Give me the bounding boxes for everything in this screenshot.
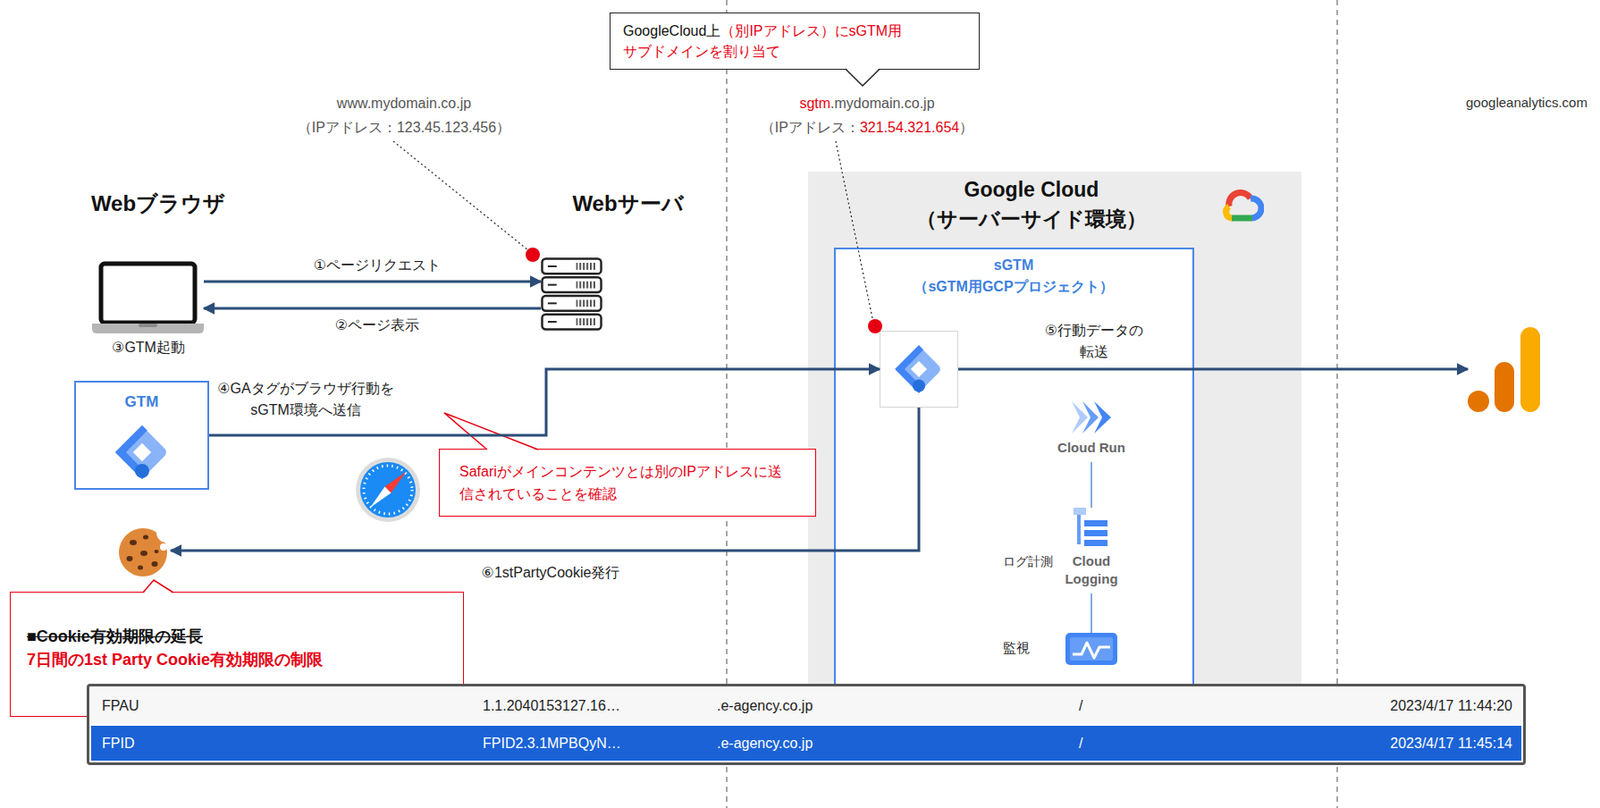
- note-label: ログ計測: [1002, 554, 1053, 569]
- node-text: （sGTM用GCPプロジェクト）: [835, 276, 1192, 298]
- cookie-icon: [117, 524, 171, 579]
- node-text: ③GTM起動: [89, 337, 208, 358]
- domain-label: sgtm.mydomain.co.jp: [799, 93, 935, 114]
- callout-box: Safariがメインコンテンツとは別のIPアドレスに送信されていることを確認: [438, 448, 817, 517]
- sgtm-icon: [879, 330, 959, 408]
- gtm-box: GTM: [74, 380, 210, 490]
- table-cell: 2023/4/17 11:45:14: [1389, 733, 1513, 754]
- node-text: Google Cloud: [808, 175, 1255, 205]
- cloud-logging-icon: [1073, 507, 1110, 548]
- flow-arrow: [170, 407, 919, 551]
- server-node: Webサーバ: [527, 187, 729, 336]
- text-block: GTM: [75, 391, 208, 413]
- node-text: Webサーバ: [527, 189, 729, 219]
- note-label: ログ計測: [1002, 552, 1053, 571]
- table-cell: .e-agency.co.jp: [716, 696, 813, 716]
- service-node: 監視: [992, 629, 1127, 669]
- analytics-node: googleanalytics.com: [1456, 92, 1597, 417]
- node-text: Cloud Logging: [1060, 552, 1123, 589]
- laptop-icon: [92, 261, 204, 336]
- server-icon: [540, 257, 603, 332]
- google-analytics-logo: [1467, 326, 1542, 413]
- edge-label: ⑥1stPartyCookie発行: [481, 562, 621, 584]
- monitoring-icon: [1065, 632, 1118, 666]
- ip-label: ）: [959, 119, 974, 135]
- text-block: sGTM（sGTM用GCPプロジェクト）: [835, 254, 1192, 298]
- service-node: Cloud Run: [1048, 399, 1135, 463]
- cookie-table: FPAU 1.1.2040153127.16… .e-agency.co.jp / 20…: [86, 683, 1526, 766]
- cloud-logging-icon: [1073, 507, 1110, 548]
- text-block: Google Cloud（サーバーサイド環境）: [808, 175, 1255, 235]
- text-block: 監視: [1002, 638, 1057, 658]
- domain-label: .mydomain.co.jp: [830, 95, 935, 111]
- gtm-logo: [109, 420, 175, 485]
- table-cell: /: [1078, 696, 1083, 716]
- table-cell: FPID: [101, 733, 135, 754]
- text-block: Cloud Run: [1048, 438, 1135, 457]
- node-text: Cloud Run: [1048, 438, 1135, 457]
- google-cloud-logo: [1217, 186, 1264, 223]
- table-cell: .e-agency.co.jp: [716, 733, 813, 754]
- column-heading: Webブラウザ: [91, 189, 226, 219]
- callout-tails: [143, 67, 880, 594]
- table-cell: 2023/4/17 11:44:20: [1389, 696, 1513, 716]
- node-text: GTM: [75, 391, 208, 413]
- text-block: googleanalytics.com: [1456, 92, 1597, 113]
- browser-node: ③GTM起動: [89, 259, 208, 363]
- node-text: GoogleCloud上: [623, 23, 721, 39]
- laptop-icon: [92, 261, 204, 336]
- cloud-run-icon: [1069, 399, 1113, 436]
- flow-arrow: [203, 280, 541, 284]
- edge-label: ②ページ表示: [335, 314, 420, 337]
- cloud-run-icon: [1069, 399, 1113, 436]
- google-cloud-logo: [1217, 186, 1264, 223]
- monitoring-icon: [1065, 632, 1118, 666]
- table-cell: FPID2.3.1MPBQyN…: [482, 733, 622, 754]
- node-text: （サーバーサイド環境）: [808, 204, 1255, 235]
- cookie-icon: [117, 524, 171, 579]
- callout-box: GoogleCloud上（別IPアドレス）にsGTM用 サブドメインを割り当て: [609, 12, 980, 70]
- domain-label: sgtm: [799, 95, 831, 111]
- edge-label: ①ページリクエスト: [313, 254, 441, 277]
- edge-label: ⑤行動データの 転送: [1035, 320, 1153, 363]
- safari-icon: [355, 457, 421, 523]
- node-text: sGTM: [835, 254, 1192, 277]
- sgtm-project-box: sGTM（sGTM用GCPプロジェクト） Cloud RunCloud Loggi…: [833, 247, 1195, 695]
- text-block: Cloud Logging: [1060, 552, 1123, 589]
- flow-arrow: [203, 307, 541, 311]
- leader-lines: [393, 141, 873, 319]
- service-node: Cloud Logging: [1060, 507, 1123, 594]
- table-cell: FPAU: [101, 696, 139, 716]
- column-heading: Webブラウザ: [91, 191, 226, 216]
- ip-label: （IPアドレス：: [760, 119, 860, 135]
- table-cell: /: [1078, 733, 1083, 754]
- node-text: googleanalytics.com: [1456, 92, 1597, 113]
- text-block: ③GTM起動: [89, 337, 208, 358]
- node-text: ■Cookie有効期限の延長: [26, 624, 447, 649]
- text-block: Webサーバ: [527, 189, 729, 219]
- node-text: 監視: [1002, 638, 1057, 658]
- node-text: Safariがメインコンテンツとは別のIPアドレスに送信されていることを確認: [459, 460, 796, 506]
- domain-label: www.mydomain.co.jp: [336, 93, 472, 114]
- edge-label: ④GAタグがブラウザ行動を sGTM環境へ送信: [216, 378, 396, 422]
- gtm-logo: [109, 420, 175, 485]
- sgtm-icon: [889, 340, 949, 398]
- cloud-region: Google Cloud（サーバーサイド環境） sGTM（sGTM用GCPプロジェ…: [808, 171, 1302, 699]
- server-icon: [540, 257, 603, 332]
- ip-label: （IPアドレス：321.54.321.654）: [760, 117, 974, 138]
- flow-arrow: [209, 369, 880, 436]
- node-text: 7日間の1st Party Cookie有効期限の制限: [26, 648, 447, 672]
- domain-label: www.mydomain.co.jp: [336, 95, 472, 111]
- table-cell: 1.1.2040153127.16…: [482, 696, 621, 716]
- text-block: ■Cookie有効期限の延長7日間の1st Party Cookie有効期限の制…: [26, 624, 447, 672]
- ip-label: （IPアドレス：123.45.123.456）: [297, 117, 511, 138]
- ip-label: 321.54.321.654: [859, 119, 960, 135]
- ip-label: （IPアドレス：123.45.123.456）: [297, 119, 511, 135]
- google-analytics-logo: [1467, 326, 1542, 413]
